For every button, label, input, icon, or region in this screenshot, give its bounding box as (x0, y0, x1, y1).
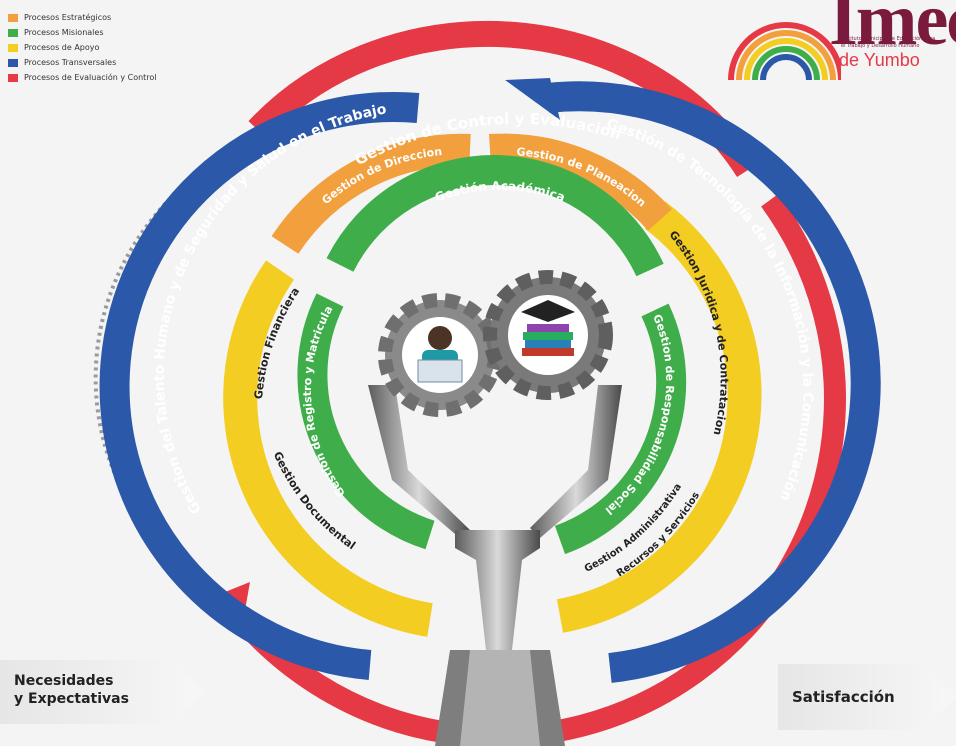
legend-label: Procesos Estratégicos (24, 13, 112, 22)
imec-logo: Imec Instituto Municipal de Educación pa… (721, 0, 956, 80)
legend-item: Procesos Transversales (8, 55, 157, 70)
legend-swatch (8, 13, 18, 22)
blue-arrowhead (505, 78, 560, 120)
legend-label: Procesos Misionales (24, 28, 104, 37)
orange-ring-right (489, 133, 672, 231)
yellow-ring-right (556, 201, 762, 633)
legend-swatch (8, 73, 18, 82)
red-ring-right (216, 193, 846, 746)
input-label-line1: Necesidades (14, 673, 114, 689)
legend-swatch (8, 28, 18, 37)
output-arrow (778, 664, 956, 730)
legend-item: Procesos Misionales (8, 25, 157, 40)
books-gear-icon (483, 270, 613, 400)
legend-label: Procesos de Evaluación y Control (24, 73, 157, 82)
legend-item: Procesos Estratégicos (8, 10, 157, 25)
green-ring-top (326, 155, 664, 277)
green-ring-left (297, 293, 435, 550)
blue-ring-left (99, 91, 420, 680)
green-ring-right (554, 303, 687, 555)
orange-ring-left (271, 133, 471, 254)
funnel-hand-icon (368, 385, 622, 746)
input-label-line2: y Expectativas (14, 691, 129, 707)
input-label: Necesidades y Expectativas (14, 672, 129, 708)
legend-swatch (8, 58, 18, 67)
blue-ring-right (546, 81, 881, 683)
teacher-gear-icon (378, 293, 502, 417)
legend-label: Procesos de Apoyo (24, 43, 100, 52)
dotted-return-line (93, 133, 263, 592)
output-label: Satisfacción (792, 688, 895, 706)
rainbow-logo-icon (728, 22, 841, 80)
logo-city: de Yumbo (839, 50, 920, 70)
legend: Procesos Estratégicos Procesos Misionale… (8, 10, 157, 85)
yellow-ring-left (223, 260, 433, 637)
legend-swatch (8, 43, 18, 52)
logo-wordmark: Imec (829, 0, 956, 61)
legend-label: Procesos Transversales (24, 58, 117, 67)
legend-item: Procesos de Apoyo (8, 40, 157, 55)
input-arrow (0, 660, 205, 724)
logo-subtitle-line1: Instituto Municipal de Educación para (841, 36, 936, 42)
legend-item: Procesos de Evaluación y Control (8, 70, 157, 85)
logo-subtitle-line2: el Trabajo y Desarrollo Humano (841, 43, 920, 49)
